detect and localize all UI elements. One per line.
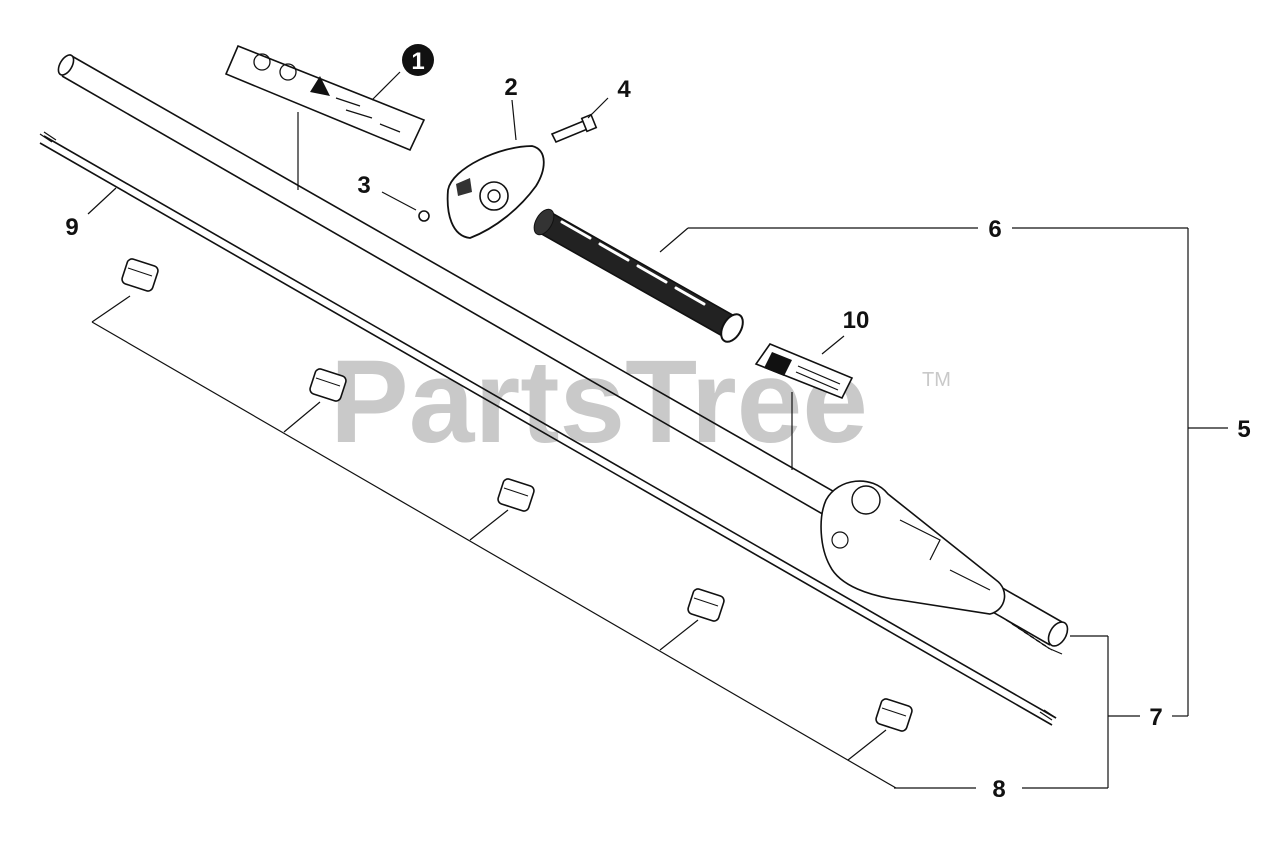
callout-2[interactable]: 2 <box>504 74 517 101</box>
bushing <box>309 368 347 402</box>
watermark-trademark: TM <box>922 369 951 391</box>
callout-1-label: 1 <box>411 48 424 75</box>
nut <box>418 210 430 222</box>
warning-decal <box>224 44 426 152</box>
leader-lines <box>87 71 1228 789</box>
callout-3[interactable]: 3 <box>357 172 370 199</box>
callout-6[interactable]: 6 <box>988 216 1001 243</box>
handle-shield <box>446 145 545 239</box>
bushing <box>875 698 913 732</box>
callout-8[interactable]: 8 <box>992 776 1005 803</box>
callout-4[interactable]: 4 <box>617 76 631 103</box>
callout-9[interactable]: 9 <box>65 214 78 241</box>
bushing <box>121 258 159 292</box>
handle-grip <box>533 208 744 343</box>
callout-1[interactable]: 1 <box>402 44 434 76</box>
shaft-housing <box>820 480 1006 615</box>
bolt <box>550 113 598 144</box>
drive-shaft <box>39 131 1057 726</box>
bushings <box>121 258 913 732</box>
bushing <box>497 478 535 512</box>
warning-label <box>754 343 854 400</box>
callout-5[interactable]: 5 <box>1237 416 1250 443</box>
callout-7[interactable]: 7 <box>1149 704 1162 731</box>
callout-10[interactable]: 10 <box>843 307 870 334</box>
bushing <box>687 588 725 622</box>
